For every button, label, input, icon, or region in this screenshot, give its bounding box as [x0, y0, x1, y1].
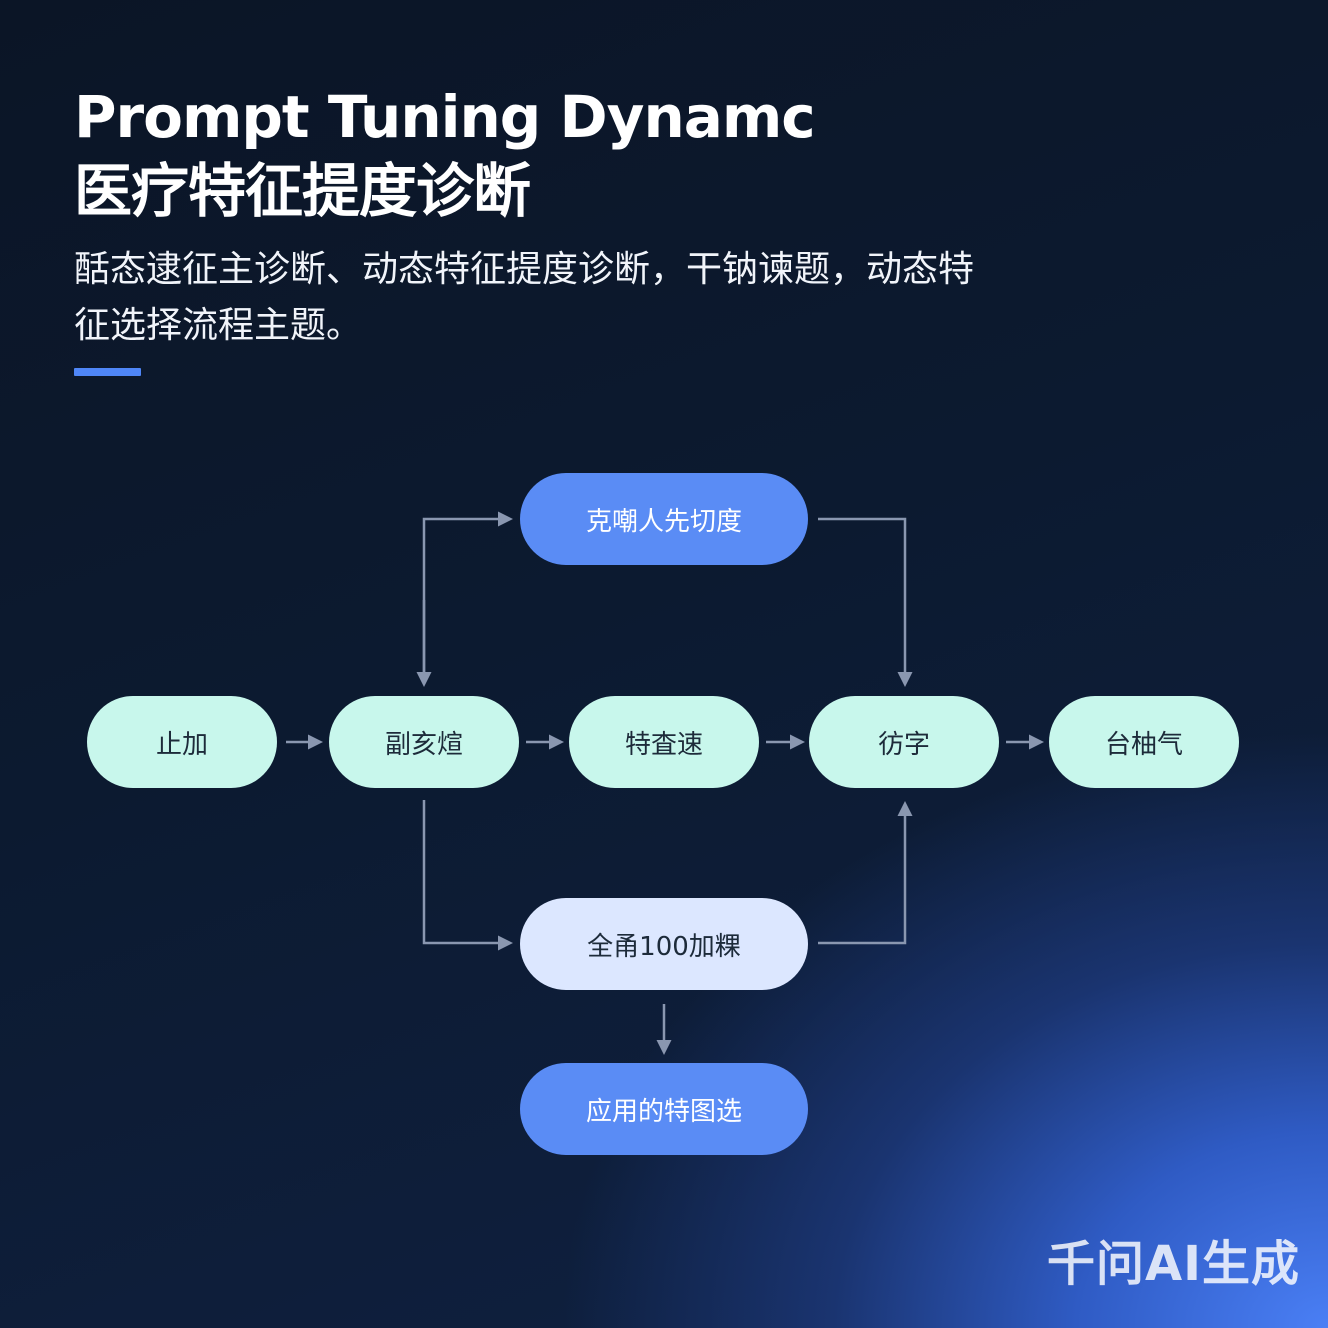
page-title-line1: Prompt Tuning Dynamc — [74, 83, 816, 151]
arrow-lower-to-node4 — [818, 801, 913, 945]
node-main-3: 特査速 — [569, 696, 759, 788]
header: Prompt Tuning Dynamc 医疗特征提度诊断 䣶态逮征主诊断、动态… — [74, 80, 1174, 354]
watermark: 千问AI生成 — [1046, 1236, 1300, 1292]
arrow-top-to-node4 — [818, 517, 913, 687]
node-top: 克嘲人先切度 — [520, 473, 808, 565]
arrow-top-to-node2 — [422, 511, 513, 680]
page-subtitle: 䣶态逮征主诊断、动态特征提度诊断，干钠谏题，动态特征选择流程主题。 — [74, 249, 975, 346]
accent-bar — [74, 368, 141, 376]
node-main-5: 台柚气 — [1049, 696, 1239, 788]
node-main-4: 彷字 — [809, 696, 999, 788]
page-title-line2: 医疗特征提度诊断 — [74, 157, 531, 225]
node-lower: 全甬100加粿 — [520, 898, 808, 990]
node-bottom: 应用的特图选 — [520, 1063, 808, 1155]
node-main-1: 止加 — [87, 696, 277, 788]
node-main-2: 副亥煊 — [329, 696, 519, 788]
arrow-node2-to-lower — [422, 800, 513, 951]
